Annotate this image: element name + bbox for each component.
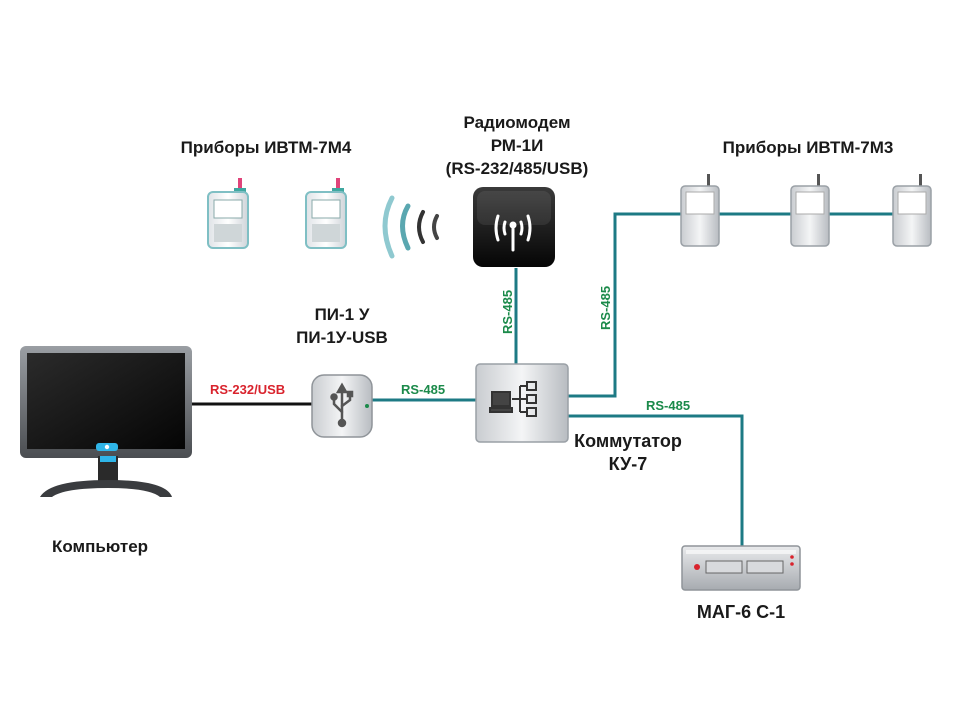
rs485-switch-mag <box>552 414 744 548</box>
computer-monitor <box>20 346 192 497</box>
label-pi-1: ПИ-1 У <box>315 305 370 324</box>
radiomodem-device <box>473 187 555 267</box>
link-label-pi-switch: RS-485 <box>401 382 445 397</box>
ivtm-m3-sensor <box>790 174 830 247</box>
pi-converter-device <box>311 374 373 438</box>
wireless-waves-icon <box>382 195 439 259</box>
ivtm-m3-sensor <box>680 174 720 247</box>
label-radiomodem-3: (RS-232/485/USB) <box>446 159 589 178</box>
mag-device <box>681 545 801 591</box>
label-pi-2: ПИ-1У-USB <box>296 328 388 347</box>
link-label-usb: RS-232/USB <box>210 382 285 397</box>
ivtm-m4-sensor <box>305 178 347 249</box>
link-label-switch-ivtm: RS-485 <box>598 286 613 330</box>
label-radiomodem-2: РМ-1И <box>491 136 544 155</box>
label-switch-1: Коммутатор <box>574 431 682 451</box>
link-label-radio-switch: RS-485 <box>500 290 515 334</box>
label-switch-2: КУ-7 <box>609 454 648 474</box>
network-topology-icon <box>489 381 537 417</box>
ivtm-m3-sensor <box>892 174 932 247</box>
link-label-switch-mag: RS-485 <box>646 398 690 413</box>
label-radiomodem-1: Радиомодем <box>463 113 570 132</box>
label-ivtm-m4: Приборы ИВТМ-7М4 <box>181 138 352 157</box>
usb-icon <box>330 382 354 428</box>
antenna-signal-icon <box>494 214 532 252</box>
ivtm-m4-sensor <box>207 178 249 249</box>
label-ivtm-m3: Приборы ИВТМ-7М3 <box>723 138 894 157</box>
label-computer: Компьютер <box>52 537 148 556</box>
connection-lines <box>190 212 920 548</box>
switch-device <box>475 363 569 443</box>
rs485-switch-ivtm <box>568 212 920 398</box>
label-mag: МАГ-6 С-1 <box>697 602 785 622</box>
